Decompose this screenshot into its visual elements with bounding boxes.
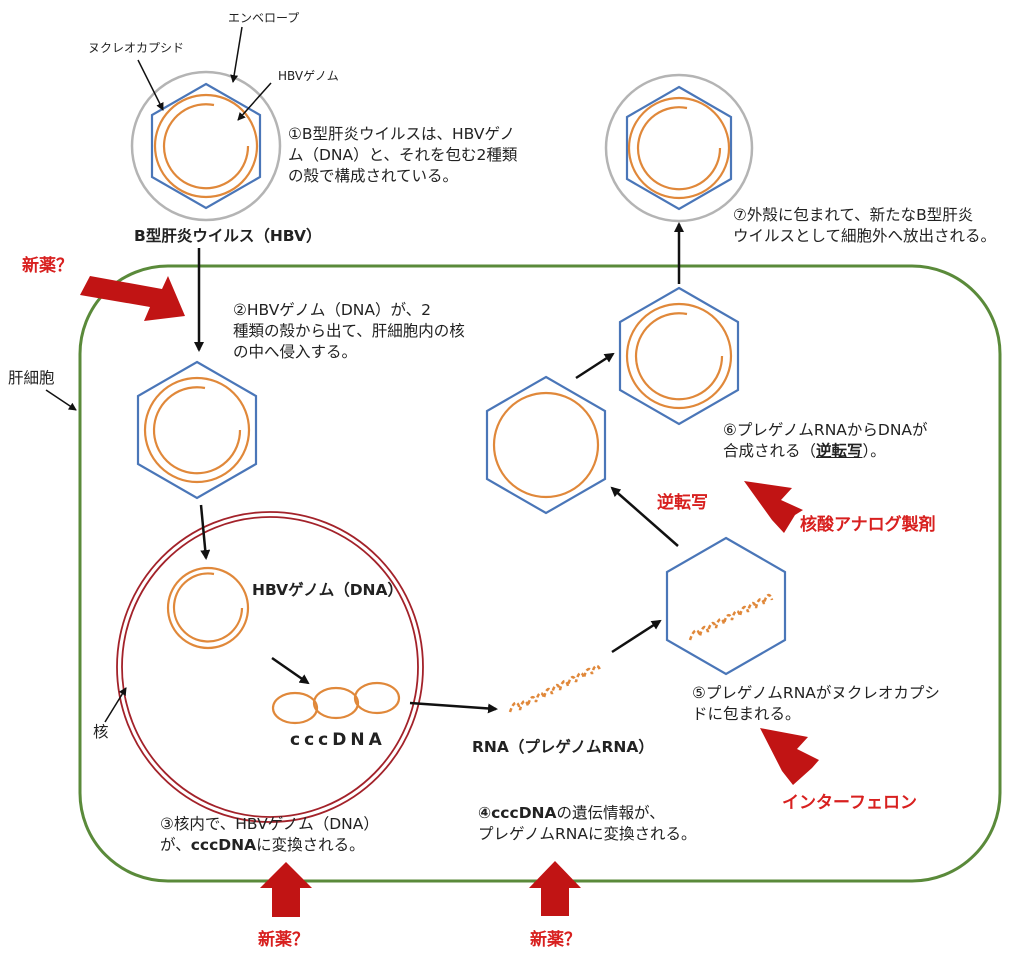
new-drug-label-entry: 新薬？	[22, 256, 73, 276]
nucleus-label: 核	[93, 723, 109, 741]
capsid-with-new-dna	[485, 375, 607, 515]
drug-arrow-transcription	[529, 861, 581, 916]
capsid-with-rna	[665, 536, 787, 676]
reverse-transcription-label: 逆転写	[657, 493, 708, 513]
drug-arrows	[80, 276, 819, 917]
nucleoside-analog-label: 核酸アナログ製剤	[800, 515, 936, 535]
capsid-in-cytoplasm	[136, 360, 258, 500]
drug-arrow-analog	[744, 481, 803, 533]
hbv-virus	[130, 70, 282, 222]
step-3-text: ③核内で、HBVゲノム（DNA） が、cccDNAに変換される。	[160, 815, 379, 854]
step-1-text: ①B型肝炎ウイルスは、HBVゲノ ム（DNA）と、それを包む2種類 の殻で構成さ…	[288, 125, 518, 185]
new-drug-label-nucleus: 新薬？	[258, 930, 309, 950]
new-hbv-virus	[604, 73, 754, 223]
hbv-genome-dna-label: HBVゲノム（DNA）	[252, 581, 404, 599]
interferon-label: インターフェロン	[782, 793, 917, 813]
envelope-label: エンベロープ	[228, 11, 300, 25]
step-4-text: ④cccDNAの遺伝情報が、 プレゲノムRNAに変換される。	[478, 804, 697, 843]
genome-in-nucleus	[166, 566, 250, 650]
step-7-text: ⑦外殻に包まれて、新たなB型肝炎 ウイルスとして細胞外へ放出される。	[733, 206, 997, 245]
hepatocyte-label: 肝細胞	[8, 369, 55, 387]
nucleocapsid-label: ヌクレオカプシド	[88, 41, 185, 55]
leader-lines	[45, 26, 272, 723]
drug-arrow-entry	[80, 276, 185, 321]
hbv-genome-label: HBVゲノム	[278, 69, 339, 83]
hbv-name-label: B型肝炎ウイルス（HBV）	[134, 227, 322, 245]
genome-circle	[153, 93, 259, 199]
step-6-text: ⑥プレゲノムRNAからDNAが 合成される（逆転写）。	[723, 421, 928, 460]
cccdna-label: cccDNA	[290, 730, 386, 750]
rna-label: RNA（プレゲノムRNA）	[472, 738, 654, 756]
nucleus	[116, 511, 424, 823]
mature-capsid	[618, 286, 740, 426]
cccdna-shape	[271, 681, 401, 725]
step-5-text: ⑤プレゲノムRNAがヌクレオカプシ ドに包まれる。	[692, 684, 940, 723]
pregenomic-rna	[508, 664, 602, 713]
nucleocapsid-shape	[150, 82, 262, 210]
step-2-text: ②HBVゲノム（DNA）が、2 種類の殻から出て、肝細胞内の核 の中へ侵入する。	[233, 301, 465, 361]
process-arrows	[194, 222, 684, 714]
new-drug-label-transcription: 新薬？	[530, 930, 581, 950]
hepatocyte-cell	[78, 264, 1002, 883]
drug-arrow-interferon	[760, 728, 819, 785]
envelope-shape	[130, 70, 282, 222]
drug-arrow-nucleus	[260, 862, 312, 917]
